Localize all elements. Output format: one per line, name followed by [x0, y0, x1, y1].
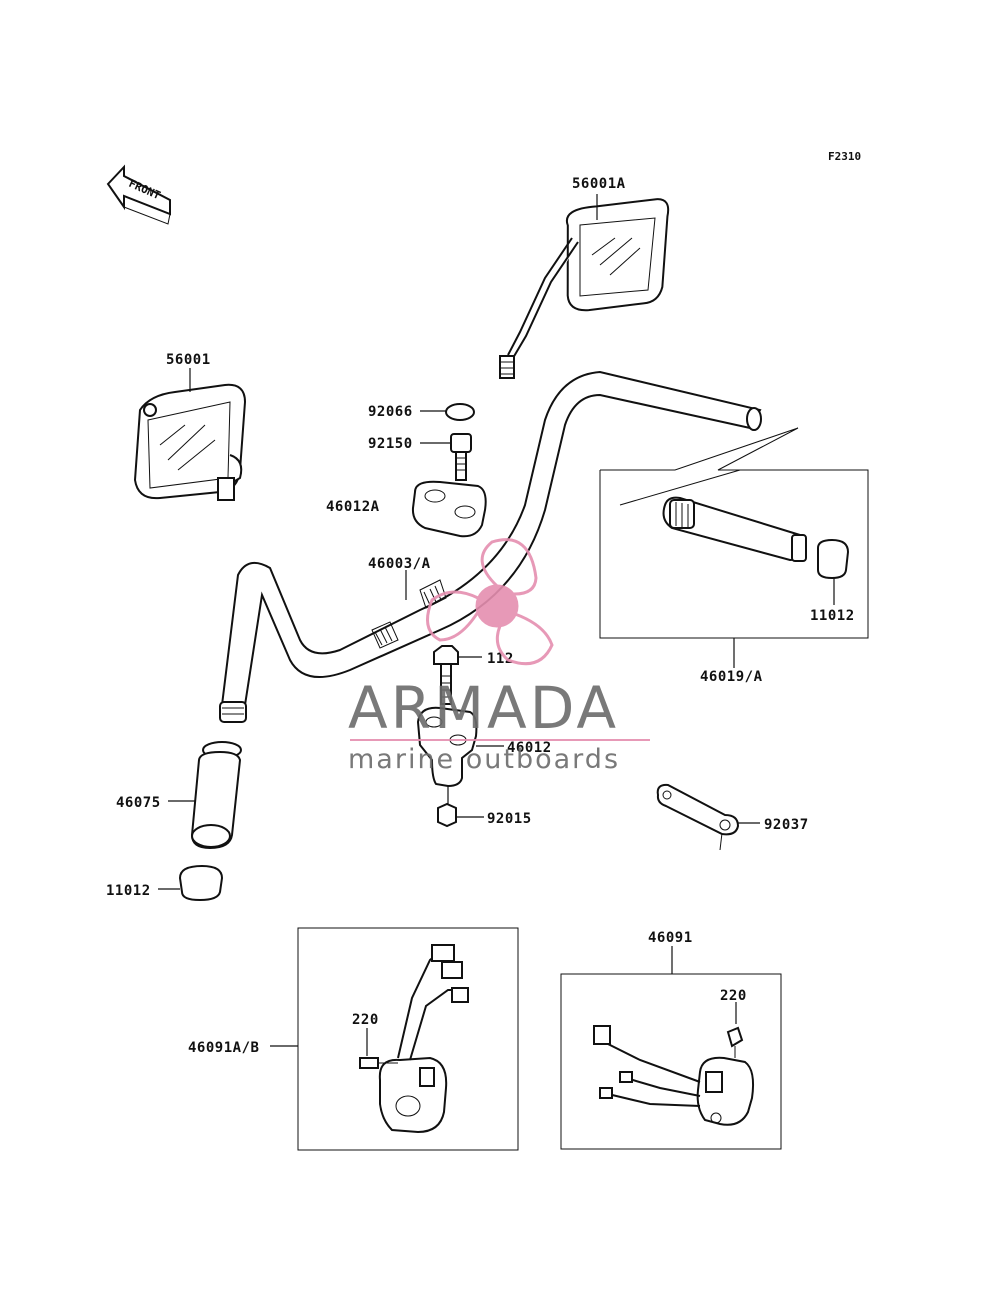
mirror-56001: [133, 383, 247, 501]
switch-46091ab-box: [297, 927, 519, 1151]
front-arrow-icon: FRONT: [106, 164, 171, 225]
bolt-92150: [450, 433, 472, 481]
label-46012a: 46012A: [326, 499, 380, 515]
label-92037: 92037: [764, 817, 809, 833]
label-220-left: 220: [352, 1012, 379, 1028]
label-46075: 46075: [116, 795, 161, 811]
switch-46091: [593, 1025, 755, 1126]
grip-set-46019a-box: [599, 427, 869, 639]
label-112: 112: [487, 651, 514, 667]
grip-46075: [190, 741, 242, 850]
label-56001: 56001: [166, 352, 211, 368]
handlebar-46003a: [219, 370, 762, 723]
label-46012: 46012: [507, 740, 552, 756]
armada-logo: ARMADA marine outboards: [348, 538, 650, 775]
label-46091: 46091: [648, 930, 693, 946]
watermark-tagline: marine outboards: [348, 744, 620, 775]
label-92150: 92150: [368, 436, 413, 452]
cap-11012-left: [178, 864, 224, 902]
watermark-name: ARMADA: [348, 674, 619, 742]
label-11012-right: 11012: [810, 608, 855, 624]
switch-46091-box: [560, 973, 782, 1150]
mirror-56001a: [499, 198, 670, 379]
switch-46091ab: [359, 944, 469, 1134]
label-11012-left: 11012: [106, 883, 151, 899]
label-92015: 92015: [487, 811, 532, 827]
tool-92037: [656, 783, 740, 851]
label-56001a: 56001A: [572, 176, 626, 192]
figure-code: F2310: [828, 150, 861, 163]
nut-92015: [437, 802, 457, 828]
label-92066: 92066: [368, 404, 413, 420]
bolt-112: [433, 645, 459, 705]
label-46091ab: 46091A/B: [188, 1040, 259, 1056]
holder-46012a: [411, 480, 487, 538]
cap-92066: [445, 403, 475, 421]
label-220-right: 220: [720, 988, 747, 1004]
propeller-icon: [426, 538, 554, 666]
label-46019a: 46019/A: [700, 669, 763, 685]
label-46003a: 46003/A: [368, 556, 431, 572]
